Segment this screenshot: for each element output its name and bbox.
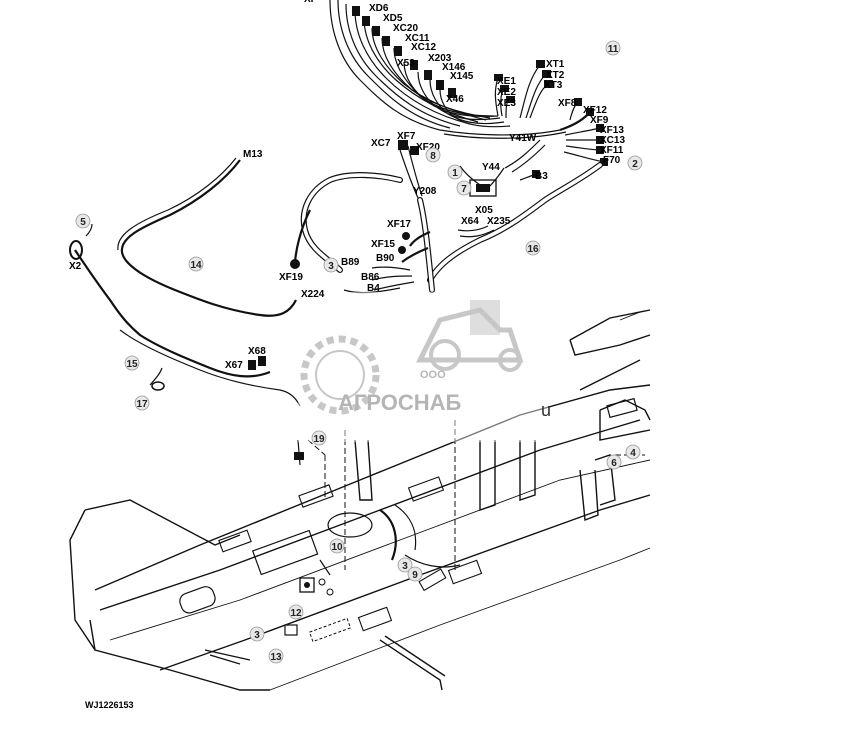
callout-5: 5 (75, 213, 91, 229)
label-xf8: XF8 (558, 98, 577, 109)
label-xf15: XF15 (371, 239, 395, 250)
svg-text:16: 16 (527, 244, 539, 255)
svg-text:9: 9 (412, 570, 418, 581)
svg-text:2: 2 (632, 159, 638, 170)
callout-3a: 3 (323, 257, 339, 273)
document-id: WJ1226153 (85, 700, 134, 710)
callout-12: 12 (288, 604, 304, 620)
label-xc20: XC20 (393, 23, 418, 34)
label-x05: X05 (475, 205, 493, 216)
svg-text:19: 19 (313, 434, 325, 445)
svg-text:4: 4 (630, 448, 636, 459)
label-x2: X2 (69, 261, 82, 272)
svg-text:3: 3 (402, 561, 408, 572)
callout-3b: 3 (397, 557, 413, 573)
label-xf12: XF12 (583, 105, 607, 116)
svg-text:17: 17 (136, 399, 148, 410)
label-xe2: XE2 (497, 87, 516, 98)
callouts: 11 2 8 1 7 16 5 14 3 15 17 19 6 4 10 3 9… (75, 40, 643, 664)
callout-4: 4 (625, 444, 641, 460)
label-y208: Y208 (413, 186, 437, 197)
label-y44: Y44 (482, 162, 500, 173)
watermark-small: ООО (420, 369, 446, 381)
watermark-suffix: u (541, 400, 551, 420)
label-b4: B4 (367, 283, 380, 294)
svg-text:5: 5 (80, 217, 86, 228)
connector-labels: XF XD6 XD5 XC20 XC11 XC12 X203 X53 X146 … (69, 0, 625, 371)
label-xt3: XT3 (544, 80, 563, 91)
svg-text:3: 3 (254, 630, 260, 641)
callout-19: 19 (311, 430, 327, 446)
label-xe3: XE3 (497, 98, 516, 109)
label-xf9: XF9 (590, 115, 609, 126)
svg-text:13: 13 (270, 652, 282, 663)
label-xf7: XF7 (397, 131, 416, 142)
callout-16: 16 (525, 240, 541, 256)
label-xc13: XC13 (600, 135, 625, 146)
label-b86: B86 (361, 272, 380, 283)
label-xf17: XF17 (387, 219, 411, 230)
label-x46: X46 (446, 94, 464, 105)
label-xc7: XC7 (371, 138, 391, 149)
svg-text:14: 14 (190, 260, 202, 271)
callout-7: 7 (456, 180, 472, 196)
label-x235: X235 (487, 216, 511, 227)
callout-3c: 3 (249, 626, 265, 642)
central-harness (290, 140, 603, 294)
callout-11: 11 (605, 40, 621, 56)
svg-text:6: 6 (611, 458, 617, 469)
callout-17: 17 (134, 395, 150, 411)
label-xd5: XD5 (383, 13, 403, 24)
svg-text:3: 3 (328, 261, 334, 272)
label-xc12: XC12 (411, 42, 436, 53)
label-y41w: Y41W (509, 133, 537, 144)
svg-text:8: 8 (430, 151, 436, 162)
label-x64: X64 (461, 216, 479, 227)
label-x146: X146 (442, 62, 466, 73)
label-xc11: XC11 (405, 33, 430, 44)
label-xf19: XF19 (279, 272, 303, 283)
label-b3: B3 (535, 171, 548, 182)
label-m13: M13 (243, 149, 263, 160)
callout-1: 1 (447, 164, 463, 180)
callout-13: 13 (268, 648, 284, 664)
label-xf13: XF13 (600, 125, 624, 136)
label-x224: X224 (301, 289, 325, 300)
callout-6: 6 (606, 454, 622, 470)
label-xf11: XF11 (600, 145, 624, 156)
label-b89: B89 (341, 257, 360, 268)
label-xt2: XT2 (546, 70, 565, 81)
label-xf-top: XF (304, 0, 317, 5)
label-xt1: XT1 (546, 59, 565, 70)
callout-15: 15 (124, 355, 140, 371)
chassis-frame (69, 309, 651, 691)
label-xe1: XE1 (497, 76, 516, 87)
label-x203: X203 (428, 53, 452, 64)
watermark-brand: АГРОСНАБ (338, 390, 462, 415)
callout-2: 2 (627, 155, 643, 171)
callout-9: 9 (407, 566, 423, 582)
svg-text:12: 12 (290, 608, 302, 619)
label-x53: X53 (397, 58, 415, 69)
label-x145: X145 (450, 71, 474, 82)
svg-text:15: 15 (126, 359, 138, 370)
label-b90: B90 (376, 253, 395, 264)
label-x67: X67 (225, 360, 243, 371)
svg-text:1: 1 (452, 168, 458, 179)
left-wiring (69, 157, 301, 407)
svg-text:11: 11 (608, 44, 619, 55)
callout-8: 8 (425, 147, 441, 163)
upper-harness-bundle (329, 0, 608, 173)
label-x68: X68 (248, 346, 266, 357)
watermark: ООО АГРОСНАБ (298, 292, 548, 442)
callout-10: 10 (329, 538, 345, 554)
label-xf20: XF20 (416, 142, 440, 153)
callout-14: 14 (188, 256, 204, 272)
svg-text:10: 10 (331, 542, 343, 553)
svg-text:7: 7 (461, 184, 467, 195)
label-f70: F70 (603, 155, 621, 166)
label-xd6: XD6 (369, 3, 389, 14)
